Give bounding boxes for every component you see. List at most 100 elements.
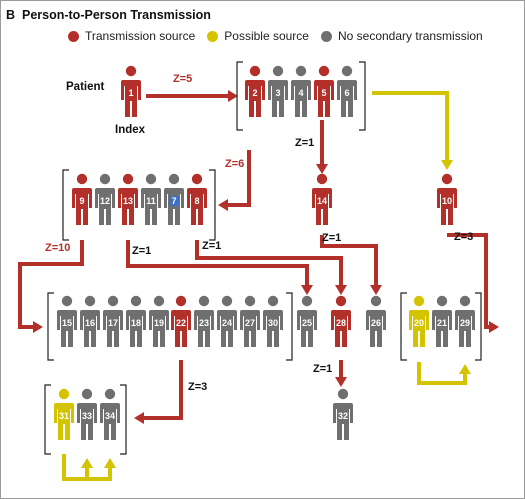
person-head (459, 295, 471, 307)
person-icon: 25 (297, 295, 317, 347)
person-head (145, 173, 157, 185)
transmission-arrow (372, 91, 453, 170)
person-head (301, 295, 313, 307)
person-icon: 2 (245, 65, 265, 117)
person-head (99, 173, 111, 185)
transmission-arrow (195, 240, 347, 295)
person-icon: 24 (217, 295, 237, 347)
person-body (240, 310, 260, 347)
person-body (141, 188, 161, 225)
arrowhead-icon (370, 285, 382, 295)
person-id: 26 (371, 318, 381, 328)
person-body (164, 188, 184, 225)
person-head (76, 173, 88, 185)
transmission-arrow (81, 458, 93, 479)
person-head (370, 295, 382, 307)
person-id: 19 (154, 318, 164, 328)
arrow-line (195, 240, 343, 286)
person-icon: 32 (333, 388, 353, 440)
person-body (297, 310, 317, 347)
person-icon: 7 (164, 173, 184, 225)
person-icon: 14 (312, 173, 332, 225)
arrow-line (320, 235, 378, 286)
transmission-arrow (417, 362, 471, 385)
person-id: 29 (460, 318, 470, 328)
person-id: 17 (108, 318, 118, 328)
person-id: 7 (171, 196, 176, 206)
person-head (413, 295, 425, 307)
person-head (84, 295, 96, 307)
person-icon: 4 (291, 65, 311, 117)
person-head (335, 295, 347, 307)
arrow-line (372, 91, 449, 161)
person-icon: 26 (366, 295, 386, 347)
person-head (337, 388, 349, 400)
possible-source-dot-icon (207, 30, 219, 42)
person-head (436, 295, 448, 307)
person-body (149, 310, 169, 347)
person-body (337, 80, 357, 117)
person-body (103, 310, 123, 347)
right-bracket (359, 61, 366, 131)
person-icon: 10 (437, 173, 457, 225)
legend-label: Transmission source (85, 29, 196, 43)
person-body (263, 310, 283, 347)
person-head (125, 65, 137, 77)
person-icon: 20 (409, 295, 429, 347)
person-id: 31 (59, 411, 69, 421)
person-icon: 23 (194, 295, 214, 347)
edge-label: Z=1 (202, 240, 221, 252)
transmission-arrow (146, 90, 238, 102)
person-id: 9 (79, 196, 84, 206)
person-id: 34 (105, 411, 115, 421)
transmission-arrow (316, 120, 328, 174)
legend: Transmission source Possible source No s… (68, 28, 495, 44)
panel-heading: Person-to-Person Transmission (21, 8, 211, 22)
person-head (61, 295, 73, 307)
person-head (441, 173, 453, 185)
person-head (244, 295, 256, 307)
arrowhead-icon (316, 164, 328, 174)
person-icon: 31 (54, 388, 74, 440)
left-bracket (236, 61, 243, 131)
person-icon: 19 (149, 295, 169, 347)
left-bracket (44, 384, 51, 455)
person-id: 28 (336, 318, 346, 328)
transmission-arrow (134, 360, 183, 424)
person-icon: 28 (331, 295, 351, 347)
edge-label: Z=3 (454, 231, 473, 243)
person-id: 32 (338, 411, 348, 421)
person-id: 6 (344, 88, 349, 98)
patient-label: Patient (66, 81, 105, 93)
arrowhead-icon (228, 90, 238, 102)
person-head (153, 295, 165, 307)
edge-label: Z=3 (188, 381, 207, 393)
transmission-arrow (320, 235, 382, 295)
edge-label: Z=10 (45, 242, 70, 254)
person-body (312, 188, 332, 225)
person-id: 3 (275, 88, 280, 98)
transmission-arrow (18, 240, 84, 333)
person-id: 16 (85, 318, 95, 328)
person-icon: 15 (57, 295, 77, 347)
edge-label: Z=5 (173, 73, 192, 85)
transmission-arrow (218, 150, 251, 211)
person-icon: 1 (121, 65, 141, 117)
person-body (432, 310, 452, 347)
right-bracket (120, 384, 127, 455)
legend-label: No secondary transmission (337, 29, 483, 43)
person-id: 13 (123, 196, 133, 206)
person-icon: 22 (171, 295, 191, 347)
edge-label: Z=6 (225, 158, 244, 170)
person-icon: 29 (455, 295, 475, 347)
arrow-line (227, 150, 251, 207)
arrowhead-icon (134, 412, 144, 424)
person-head (122, 173, 134, 185)
person-body (118, 188, 138, 225)
person-icon: 3 (268, 65, 288, 117)
person-id: 14 (317, 196, 327, 206)
person-icon: 27 (240, 295, 260, 347)
